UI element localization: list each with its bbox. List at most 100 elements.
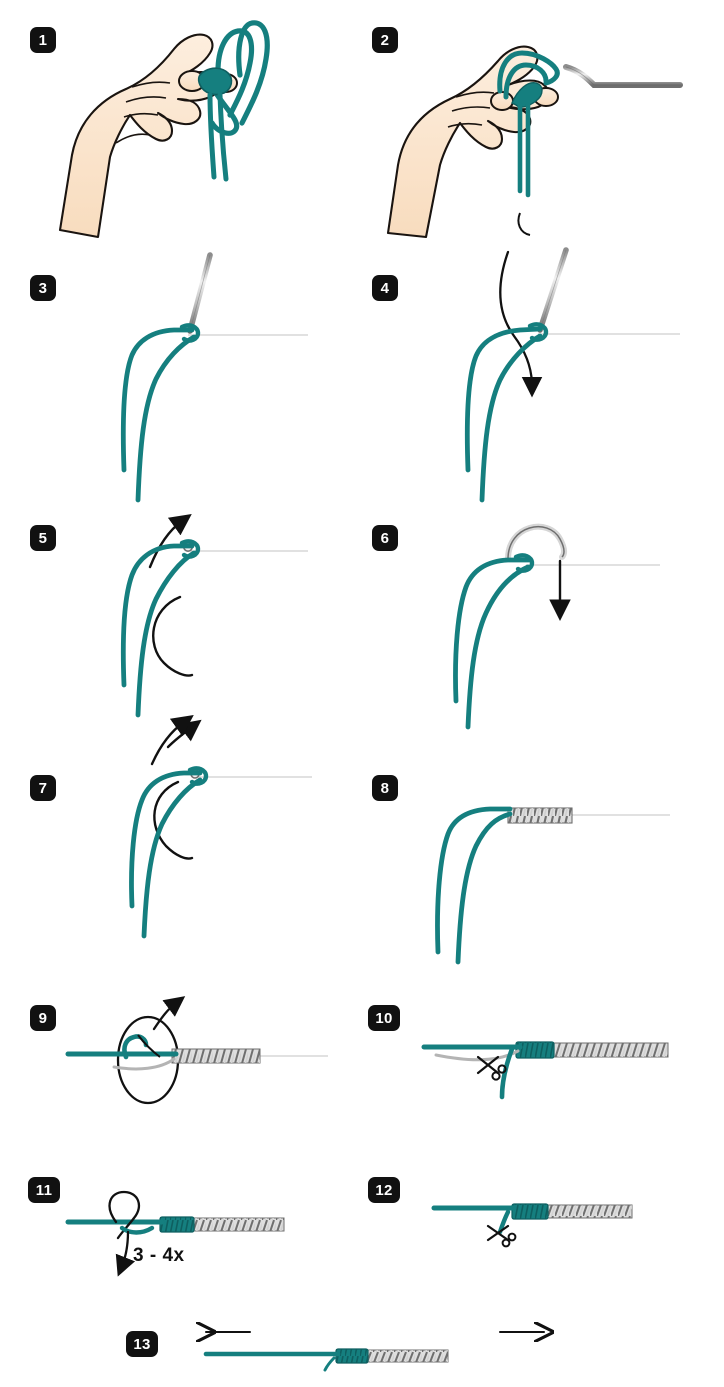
step-panel-13: [170, 1300, 590, 1387]
scissors-icon: [476, 1055, 507, 1081]
step-8-illustration: [435, 806, 673, 965]
teal-cord-upper-limb: [120, 327, 195, 473]
down-arrow: [115, 1230, 136, 1277]
step-panel-8: [380, 750, 724, 1000]
rotation-arrow: [152, 996, 186, 1031]
teal-loop-inner: [503, 62, 549, 100]
step-panel-2: [380, 5, 724, 240]
teal-cord-lower-limb: [135, 334, 197, 503]
step-badge-3: 3: [30, 275, 56, 301]
teal-wrap-threads: [336, 1349, 368, 1363]
step-panel-12: [380, 1160, 724, 1290]
step-panel-7: [40, 715, 362, 1000]
finger-line-2: [125, 96, 167, 103]
step-10-illustration: [421, 1041, 715, 1100]
rotation-arc-lower: [153, 780, 194, 860]
teal-wrap-threads: [512, 1204, 548, 1219]
teal-cord-crossing-loop: [179, 539, 201, 559]
teal-cord-hook: [122, 1034, 149, 1060]
coil-wrap-threads: [366, 1350, 448, 1362]
step-4-illustration: [464, 247, 683, 503]
step-9-illustration: [65, 996, 331, 1105]
grey-rod: [563, 64, 683, 88]
step-badge-7: 7: [30, 775, 56, 801]
teal-cord-knot-cluster: [197, 67, 233, 96]
teal-trimmed-stub: [323, 1356, 336, 1372]
teal-cord-upper-limb: [453, 557, 533, 704]
step-badge-12: 12: [368, 1177, 400, 1203]
teal-cord-lower-limb: [141, 777, 203, 939]
step-badge-5: 5: [30, 525, 56, 551]
step-panel-5: [40, 505, 362, 755]
step-panel-10: [380, 995, 724, 1155]
hand-shape: [58, 33, 220, 239]
bottom-stray-arrow: [166, 719, 202, 749]
step-7-illustration: [129, 715, 315, 939]
finger-line-3: [447, 122, 483, 128]
grey-rod-diagonal-edge: [539, 249, 567, 331]
scissors-icon: [486, 1224, 517, 1248]
step-badge-10: 10: [368, 1005, 400, 1031]
grey-rod-diagonal-edge: [189, 254, 211, 332]
teal-cord-crossing-loop: [187, 766, 209, 786]
step-badge-6: 6: [372, 525, 398, 551]
step-badge-11: 11: [28, 1177, 60, 1203]
teal-cord-upper-limb: [129, 770, 203, 909]
grey-rod-arc-fill: [505, 523, 567, 562]
teal-cord-lower-limb: [465, 564, 531, 730]
step-6-illustration: [453, 523, 663, 730]
step-panel-11: [10, 1160, 362, 1300]
coil-wrap-threads: [508, 808, 572, 823]
teal-cord-crossing-loop: [513, 553, 535, 573]
teal-tag-end: [499, 1046, 515, 1100]
finger-tip-a: [490, 91, 514, 111]
step-12-illustration: [431, 1203, 695, 1248]
rotation-arc-upper-arrow: [150, 715, 194, 766]
teal-cord-lower-limb: [455, 811, 513, 965]
finger-line-2: [451, 106, 491, 112]
coil-wrap-threads: [172, 1049, 260, 1063]
step-panel-6: [380, 505, 724, 755]
teal-cord-upper-limb: [464, 326, 543, 473]
step-11-illustration: [65, 1190, 343, 1277]
loop-fragment: [517, 212, 531, 236]
step-badge-13: 13: [126, 1331, 158, 1357]
step-13-illustration: [170, 1300, 590, 1372]
finger-line-3: [123, 112, 159, 118]
coil-wrap-threads: [192, 1218, 284, 1231]
finger-line-1: [131, 81, 171, 88]
teal-tail-right: [217, 92, 229, 182]
teal-tail-left: [207, 92, 217, 180]
teal-cord-upper-limb: [120, 543, 195, 688]
grey-tag-end: [434, 1049, 520, 1062]
step-badge-1: 1: [30, 27, 56, 53]
hand-shape: [386, 45, 550, 239]
down-arrow-path: [499, 250, 543, 398]
step-panel-1: [40, 5, 362, 240]
rotation-arc-upper-arrow: [148, 514, 192, 569]
teal-cord-lower-loop: [209, 90, 240, 136]
teal-cord-crossing-loop: [179, 323, 201, 343]
teal-cord-loop-upper: [236, 20, 270, 126]
grey-rod-outline: [565, 66, 680, 86]
teal-hook-tail: [119, 1225, 155, 1235]
teal-wrap-threads: [160, 1217, 194, 1232]
step-badge-4: 4: [372, 275, 398, 301]
step-badge-9: 9: [30, 1005, 56, 1031]
step-5-illustration: [120, 514, 311, 749]
step-badge-2: 2: [372, 27, 398, 53]
rotation-arc-lower: [152, 595, 194, 677]
teal-cord-lower-limb: [479, 333, 543, 503]
teal-cord-upper-limb: [435, 806, 513, 955]
teal-cord-lower-limb: [135, 550, 197, 718]
teal-cord-loop-inner: [215, 28, 255, 118]
teal-twist-knot: [511, 82, 543, 108]
step-panel-9: [10, 995, 362, 1155]
black-thread: [137, 1034, 161, 1058]
knuckle-line: [115, 133, 151, 144]
grey-rod-arc-outline: [507, 525, 565, 560]
grey-tag-end: [112, 1057, 176, 1071]
repeat-count-label: 3 - 4x: [133, 1245, 185, 1266]
step-3-illustration: [120, 252, 311, 503]
